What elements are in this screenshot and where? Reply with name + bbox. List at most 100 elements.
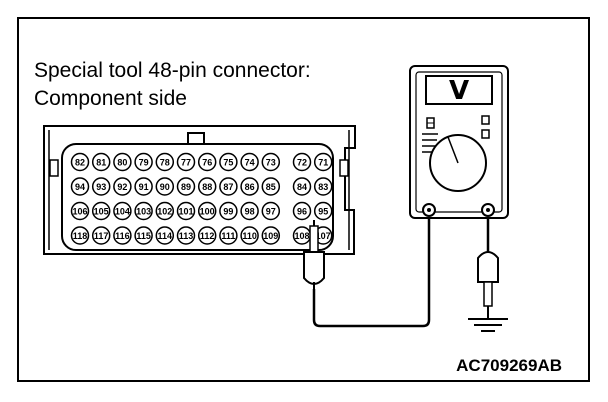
connector-pin-117	[91, 226, 111, 245]
connector-pin-label-88: 88	[202, 182, 212, 192]
connector-pin-label-91: 91	[139, 182, 149, 192]
connector-pin-label-76: 76	[202, 158, 212, 168]
connector-pin-83	[313, 177, 333, 196]
figure-title-line-2: Component side	[34, 87, 187, 110]
voltmeter-unit-symbol: V	[449, 76, 469, 106]
connector-pin-label-107: 107	[316, 231, 331, 241]
connector-pin-82	[70, 152, 90, 172]
connector-pin-label-87: 87	[223, 182, 233, 192]
connector-pin-label-81: 81	[96, 158, 106, 168]
connector-pin-95	[313, 201, 333, 221]
connector-pin-116	[113, 226, 132, 245]
connector-pin-89	[176, 177, 196, 196]
connector-pin-90	[155, 177, 175, 196]
connector-pin-label-86: 86	[245, 182, 255, 192]
connector-pin-label-90: 90	[160, 182, 170, 192]
connector-pin-label-108: 108	[294, 231, 309, 241]
connector-pin-105	[91, 201, 111, 221]
connector-pin-label-109: 109	[263, 231, 278, 241]
connector-pin-78	[155, 152, 175, 172]
connector-pin-label-74: 74	[245, 158, 255, 168]
connector-pin-label-112: 112	[200, 231, 215, 241]
positive-test-probe	[303, 220, 325, 290]
connector-pin-label-113: 113	[179, 231, 194, 241]
connector-pin-label-96: 96	[297, 207, 307, 217]
connector-pin-94	[70, 177, 90, 196]
connector-pin-77	[176, 152, 196, 172]
probe-tip-sleeve	[309, 225, 319, 253]
connector-pin-91	[134, 177, 153, 196]
connector-pin-label-83: 83	[318, 182, 328, 192]
probe-body	[303, 251, 325, 285]
connector-pin-79	[134, 152, 153, 172]
connector-pin-112	[197, 226, 217, 245]
voltmeter-display	[425, 75, 493, 105]
connector-pin-98	[240, 201, 259, 221]
figure-title-line-1: Special tool 48-pin connector:	[34, 59, 311, 82]
connector-pin-84	[292, 177, 312, 196]
ground-icon	[468, 318, 508, 332]
connector-pin-71	[313, 152, 333, 172]
connector-pin-93	[91, 177, 111, 196]
connector-pin-86	[240, 177, 259, 196]
connector-pin-label-99: 99	[223, 207, 233, 217]
connector-pin-85	[261, 177, 281, 196]
connector-pin-114	[155, 226, 175, 245]
connector-pin-81	[91, 152, 111, 172]
connector-pin-76	[197, 152, 217, 172]
connector-pin-102	[155, 201, 175, 221]
connector-pin-label-71: 71	[318, 158, 328, 168]
connector-side-tab-left	[49, 159, 59, 177]
connector-pin-label-117: 117	[94, 231, 109, 241]
connector-pin-75	[219, 152, 238, 172]
connector-pin-label-80: 80	[117, 158, 127, 168]
connector-pin-97	[261, 201, 281, 221]
connector-pin-99	[219, 201, 238, 221]
connector-pin-100	[197, 201, 217, 221]
connector-pin-label-97: 97	[266, 207, 276, 217]
connector-pin-label-94: 94	[75, 182, 85, 192]
ground-test-probe	[477, 251, 499, 318]
connector-pin-label-92: 92	[117, 182, 127, 192]
connector-pin-label-82: 82	[75, 158, 85, 168]
figure-border	[17, 17, 590, 382]
connector-pin-face	[61, 143, 334, 251]
connector-pin-73	[261, 152, 281, 172]
connector-pin-label-101: 101	[178, 207, 193, 217]
connector-pin-104	[113, 201, 132, 221]
connector-pin-label-106: 106	[72, 207, 87, 217]
connector-pin-113	[176, 226, 196, 245]
connector-pin-label-118: 118	[73, 231, 88, 241]
ground-probe-shank	[483, 281, 493, 307]
voltmeter-case-inner	[415, 71, 503, 213]
connector-pin-label-78: 78	[160, 158, 170, 168]
connector-pin-label-89: 89	[181, 182, 191, 192]
connector-pin-111	[219, 226, 238, 245]
connector-pin-label-98: 98	[245, 207, 255, 217]
connector-pin-87	[219, 177, 238, 196]
connector-pin-label-115: 115	[136, 231, 151, 241]
connector-pin-80	[113, 152, 132, 172]
connector-pin-label-84: 84	[297, 182, 307, 192]
connector-pin-label-85: 85	[266, 182, 276, 192]
connector-pin-74	[240, 152, 259, 172]
connector-pin-label-116: 116	[115, 231, 130, 241]
connector-pin-118	[70, 226, 90, 245]
connector-pin-label-73: 73	[266, 158, 276, 168]
connector-pin-96	[292, 201, 312, 221]
connector-pin-72	[292, 152, 312, 172]
connector-side-tab-right	[339, 159, 349, 177]
connector-pin-label-100: 100	[200, 207, 215, 217]
positive-lead-wire	[312, 212, 431, 328]
figure-reference-code: AC709269AB	[456, 356, 562, 375]
voltmeter-indicator-right-top	[481, 115, 490, 125]
connector-pin-label-105: 105	[94, 207, 109, 217]
connector-pin-106	[70, 201, 90, 221]
connector-pin-label-110: 110	[242, 231, 257, 241]
connector-pin-label-77: 77	[181, 158, 191, 168]
ground-probe-body	[477, 251, 499, 283]
connector-pin-label-102: 102	[157, 207, 172, 217]
